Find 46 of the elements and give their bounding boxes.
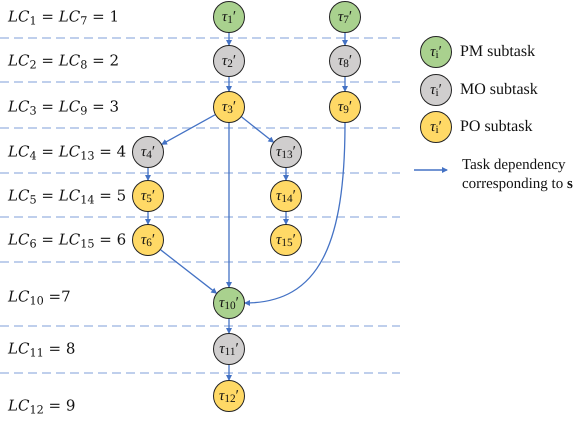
task-symbol: τ$_{10}$′ [219, 296, 239, 310]
task-symbol: τ$_{1}$′ [222, 10, 236, 24]
arrow [283, 212, 289, 225]
task-symbol: τ$_{5}$′ [140, 188, 156, 204]
legend-label: MO subtask [460, 82, 538, 98]
level-label: LC$_{2}$ = LC$_{8}$ = 2 [8, 54, 120, 68]
arrow [226, 365, 232, 381]
task-symbol: τ$_{9}$′ [338, 100, 352, 114]
task-symbol: τ$_{13}$′ [276, 144, 296, 160]
level-label: LC$_{6}$ = LC$_{15}$ = 6 [8, 232, 126, 248]
task-symbol: τ$_{6}$′ [140, 232, 156, 248]
arrow [342, 77, 348, 92]
level-label: LC$_{10}$ =7 [8, 290, 71, 304]
task-symbol: τ$_{11}$′ [219, 342, 239, 356]
level-label: LC$_{11}$ = 8 [8, 342, 76, 356]
arrow [342, 33, 348, 46]
arrow [160, 249, 218, 294]
task-symbol: τ$_{3}$′ [222, 100, 236, 114]
legend-label: Task dependency corresponding to s [462, 156, 574, 194]
arrow [283, 168, 289, 181]
arrow [145, 168, 151, 181]
arrow [241, 116, 274, 143]
task-symbol: τ$_{7}$′ [338, 10, 352, 24]
task-symbol: τ$_{i}$′ [430, 120, 442, 134]
task-symbol: τ$_{12}$′ [219, 388, 239, 404]
task-symbol: τ$_{2}$′ [222, 54, 236, 68]
level-label: LC$_{3}$ = LC$_{9}$ = 3 [8, 100, 120, 114]
level-label: LC$_{1}$ = LC$_{7}$ = 1 [8, 10, 120, 24]
arrow [244, 122, 346, 306]
level-label: LC$_{5}$ = LC$_{14}$ = 5 [8, 188, 126, 204]
arrow [226, 319, 232, 334]
arrow [226, 123, 232, 288]
task-symbol: τ$_{4}$′ [140, 144, 156, 160]
task-symbol: τ$_{8}$′ [338, 54, 352, 68]
task-symbol: τ$_{14}$′ [276, 188, 296, 204]
task-symbol: τ$_{i}$′ [430, 82, 442, 98]
task-symbol: τ$_{15}$′ [276, 232, 296, 248]
task-symbol: τ$_{i}$′ [430, 44, 442, 60]
level-label: LC$_{12}$ = 9 [8, 398, 76, 414]
arrow [226, 77, 232, 92]
arrow [145, 212, 151, 225]
legend-label: PO subtask [460, 119, 532, 135]
arrow [161, 114, 216, 145]
arrow [226, 33, 232, 46]
legend-label: PM subtask [460, 44, 536, 60]
level-label: LC$_{4}$ = LC$_{13}$ = 4 [8, 144, 126, 160]
